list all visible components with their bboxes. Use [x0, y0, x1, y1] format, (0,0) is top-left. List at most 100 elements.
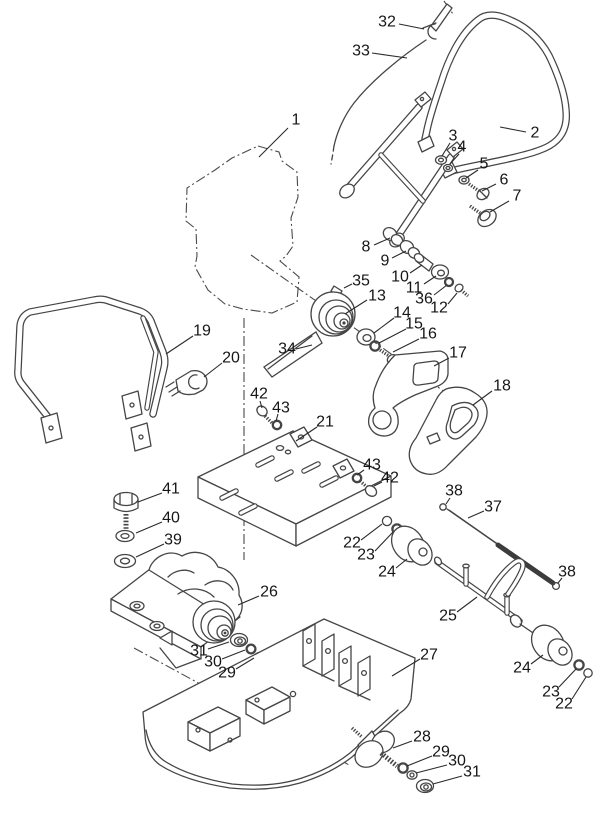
callout-label-13: 13: [368, 288, 386, 305]
callout-label-15: 15: [405, 316, 423, 333]
callout-leader-32: [398, 23, 425, 30]
callout-label-27: 27: [420, 647, 438, 664]
callout-leader-14: [373, 317, 395, 334]
callout-leader-16: [392, 338, 420, 353]
callout-label-21: 21: [316, 414, 334, 431]
callout-label-19: 19: [193, 323, 211, 340]
callout-label-4: 4: [458, 139, 467, 156]
callout-leader-17: [433, 357, 450, 367]
callout-label-22: 22: [555, 696, 573, 713]
callout-label-38: 38: [558, 564, 576, 581]
callout-label-6: 6: [500, 172, 509, 189]
callout-leader-22: [571, 676, 587, 700]
callout-leader-23: [374, 531, 394, 552]
callout-label-41: 41: [162, 481, 180, 498]
callout-leader-42: [259, 400, 263, 409]
part-tension-arm: [367, 350, 449, 437]
callout-label-24: 24: [378, 564, 396, 581]
callout-leader-31: [207, 641, 230, 650]
callout-label-10: 10: [391, 269, 409, 286]
callout-label-35: 35: [352, 273, 370, 290]
callout-leader-43: [356, 469, 365, 476]
part-cable-clamp: [165, 369, 208, 397]
part-upper-handle: [417, 11, 571, 179]
callout-label-39: 39: [164, 532, 182, 549]
callout-label-34: 34: [278, 341, 296, 358]
callout-label-23: 23: [357, 547, 375, 564]
callout-leader-12: [447, 292, 458, 305]
callout-label-14: 14: [393, 305, 411, 322]
callout-label-42: 42: [381, 470, 399, 487]
callout-label-23: 23: [542, 684, 560, 701]
callout-leader-30: [415, 764, 448, 774]
callout-label-29: 29: [218, 665, 236, 682]
part-engine-outline: [185, 145, 300, 314]
callout-label-30: 30: [448, 753, 466, 770]
callout-label-12: 12: [430, 300, 448, 317]
part-throttle-cable: [330, 39, 427, 165]
part-front-handle: [14, 295, 169, 452]
callout-label-33: 33: [352, 43, 370, 60]
callout-leader-4: [449, 153, 460, 165]
callout-leader-10: [409, 264, 423, 274]
hardware-engine-bolt-stack: [113, 491, 139, 569]
callout-label-3: 3: [449, 128, 458, 145]
part-mounting-plate: [197, 426, 392, 547]
plate-slots: [219, 455, 339, 516]
callout-leader-2: [499, 126, 527, 133]
callout-label-30: 30: [204, 654, 222, 671]
callout-label-40: 40: [162, 510, 180, 527]
callout-layer: 1323323456789101136123513341415161718192…: [135, 14, 587, 785]
callout-label-42: 42: [250, 386, 268, 403]
part-shock-mount: [350, 726, 435, 794]
callout-leader-21: [295, 426, 318, 442]
callout-leader-28: [392, 740, 413, 749]
callout-leader-3: [441, 142, 451, 157]
callout-leader-40: [135, 521, 163, 534]
callout-label-9: 9: [381, 253, 390, 270]
callout-leader-30: [221, 649, 246, 660]
callout-label-31: 31: [463, 764, 481, 781]
callout-leader-7: [489, 200, 510, 213]
callout-label-22: 22: [343, 535, 361, 552]
callout-label-11: 11: [406, 280, 423, 297]
part-lower-handlebar: [339, 91, 464, 248]
callout-leader-9: [391, 250, 407, 259]
callout-leader-31: [432, 775, 463, 785]
callout-label-2: 2: [531, 125, 540, 142]
callout-leader-33: [371, 52, 408, 59]
callout-label-29: 29: [432, 744, 450, 761]
callout-label-25: 25: [439, 608, 457, 625]
callout-leader-15: [378, 328, 407, 344]
part-transport-rollers: [381, 503, 593, 678]
callout-leader-23: [558, 668, 577, 688]
callout-label-8: 8: [362, 239, 371, 256]
callout-leader-39: [135, 543, 165, 558]
callout-leader-42: [373, 481, 383, 487]
callout-leader-26: [237, 595, 260, 606]
callout-leader-6: [481, 183, 497, 192]
callout-label-36: 36: [415, 291, 433, 308]
callout-leader-36: [433, 284, 448, 296]
callout-leader-25: [456, 596, 478, 613]
part-belt: [263, 331, 323, 378]
callout-leader-24: [395, 558, 408, 569]
callout-leader-8: [373, 237, 391, 246]
part-base-plate: [142, 618, 416, 790]
callout-leader-29: [235, 657, 255, 670]
callout-leader-38: [557, 577, 563, 584]
callout-leader-18: [472, 390, 493, 406]
callout-leader-22: [360, 523, 383, 541]
callout-label-26: 26: [260, 584, 278, 601]
callout-label-31: 31: [190, 643, 208, 660]
callout-label-38: 38: [445, 483, 463, 500]
callout-label-16: 16: [419, 326, 437, 343]
callout-label-43: 43: [272, 400, 290, 417]
callout-label-7: 7: [513, 188, 522, 205]
hardware-plate-bolts: [256, 405, 378, 497]
callout-leader-38: [445, 497, 451, 505]
callout-leader-35: [343, 283, 353, 289]
callout-leader-5: [465, 169, 479, 179]
base-plate-brackets: [302, 623, 371, 701]
callout-leader-41: [137, 492, 163, 503]
